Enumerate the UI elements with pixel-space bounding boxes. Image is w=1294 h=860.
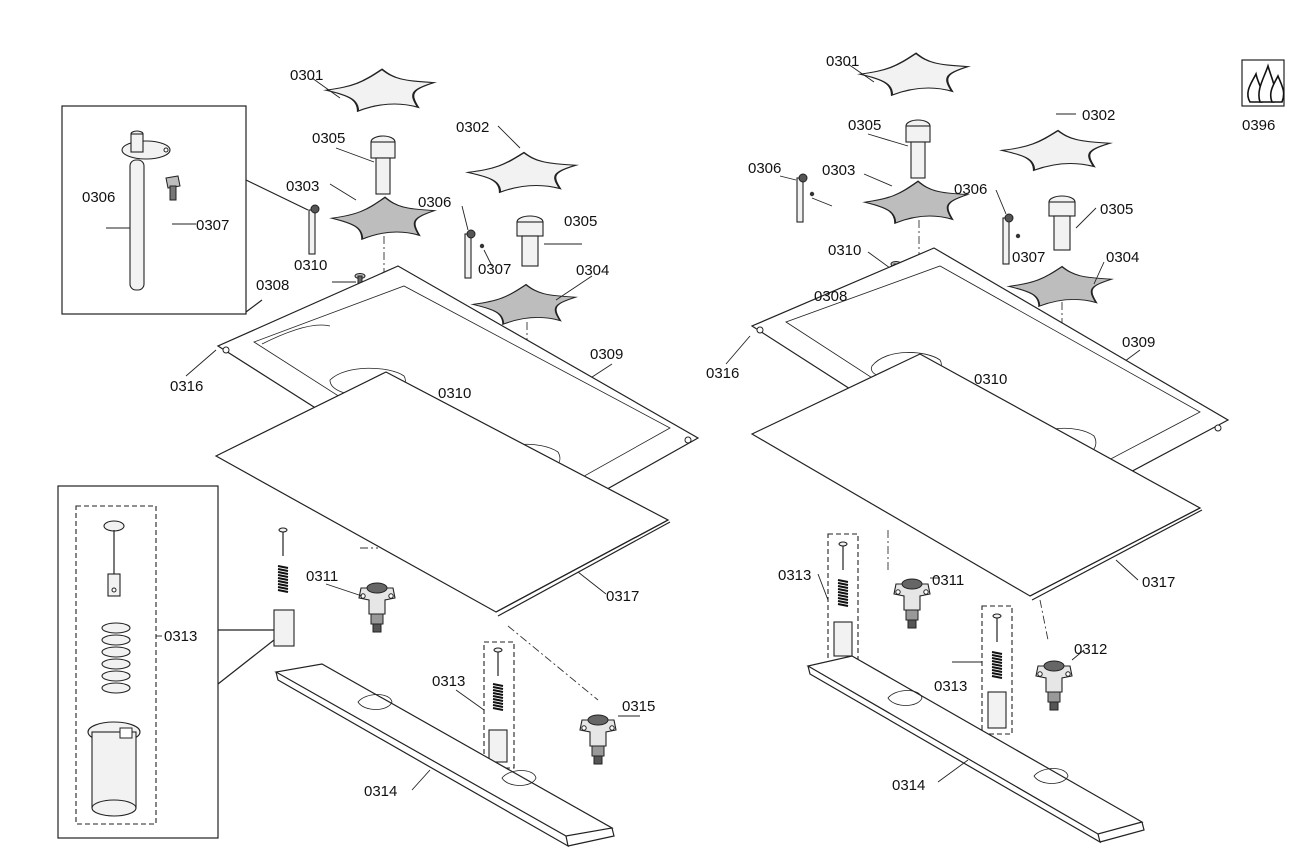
burner-sleeve-0305-right-b — [1048, 195, 1076, 251]
spring-dashed-group-right-b — [981, 605, 1013, 735]
label-0305-left-b: 0305 — [564, 213, 597, 230]
thermocouple-0306-right — [796, 173, 815, 223]
gasket-0317-right — [750, 353, 1203, 601]
gas-valve-0312-right — [1035, 660, 1073, 711]
label-0313-detail: 0313 — [164, 628, 197, 645]
label-0305-right: 0305 — [848, 117, 881, 134]
burner-cap-0301-right — [858, 52, 970, 97]
label-0301-left: 0301 — [290, 67, 323, 84]
burner-cap-0301-left — [324, 68, 436, 113]
label-0316-right: 0316 — [706, 365, 739, 382]
label-0308-left: 0308 — [256, 277, 289, 294]
thermocouple-detail-part — [121, 130, 171, 291]
label-0317-left: 0317 — [606, 588, 639, 605]
label-0304-left: 0304 — [576, 262, 609, 279]
label-0306-left: 0306 — [418, 194, 451, 211]
electrode-0313-left-a — [273, 527, 295, 647]
label-0306-detail: 0306 — [82, 189, 115, 206]
label-0310-right: 0310 — [828, 242, 861, 259]
burner-sleeve-0305-left — [370, 135, 396, 195]
label-0304-right: 0304 — [1106, 249, 1139, 266]
electrode-0313-right-b — [987, 613, 1007, 729]
thermocouple-0306-right-b — [1002, 213, 1021, 265]
gas-valve-0311-right — [893, 578, 931, 629]
label-0314-left: 0314 — [364, 783, 397, 800]
label-0313-left: 0313 — [432, 673, 465, 690]
label-0305-right-b: 0305 — [1100, 201, 1133, 218]
right-hob-assembly — [725, 52, 1285, 844]
label-0312-right: 0312 — [1074, 641, 1107, 658]
left-hob-assembly — [57, 68, 700, 848]
burner-cap-0302-left — [466, 151, 578, 194]
thermocouple-detail-box — [61, 105, 247, 315]
electrode-detail-part — [103, 520, 125, 597]
label-0303-left: 0303 — [286, 178, 319, 195]
burner-rail-0314-right — [806, 655, 1145, 844]
screw-detail-part — [165, 175, 181, 201]
label-0303-right: 0303 — [822, 162, 855, 179]
label-0396: 0396 — [1242, 117, 1275, 134]
label-0314-right: 0314 — [892, 777, 925, 794]
label-0315-left: 0315 — [622, 698, 655, 715]
label-0317-right: 0317 — [1142, 574, 1175, 591]
spring-detail-part — [101, 622, 131, 694]
gasket-0317-left — [214, 371, 671, 617]
burner-sleeve-0305-left-b — [516, 215, 544, 267]
label-0308-right: 0308 — [814, 288, 847, 305]
burner-head-0303-right — [863, 180, 969, 225]
label-0307-right: 0307 — [1012, 249, 1045, 266]
label-0311-right: 0311 — [932, 572, 964, 589]
label-0306-right-b: 0306 — [954, 181, 987, 198]
thermocouple-0306-left — [308, 204, 320, 255]
burner-rail-0314-left — [274, 663, 615, 848]
sleeve-detail-part — [87, 721, 141, 817]
label-0313-right-b: 0313 — [934, 678, 967, 695]
label-0307-detail: 0307 — [196, 217, 229, 234]
flame-icon — [1241, 59, 1285, 107]
label-0311-left: 0311 — [306, 568, 338, 585]
burner-cap-0302-right — [1000, 129, 1112, 172]
label-0310-left: 0310 — [294, 257, 327, 274]
label-0302-left: 0302 — [456, 119, 489, 136]
label-0310-right-b: 0310 — [974, 371, 1007, 388]
label-0316-left: 0316 — [170, 378, 203, 395]
label-0302-right: 0302 — [1082, 107, 1115, 124]
gas-valve-0315-left — [579, 714, 617, 765]
electrode-0313-left-b — [488, 647, 508, 763]
label-0309-right: 0309 — [1122, 334, 1155, 351]
label-0313-right-a: 0313 — [778, 567, 811, 584]
label-0307-left: 0307 — [478, 261, 511, 278]
thermocouple-0306-left-b — [464, 229, 485, 279]
electrode-0313-right-a — [833, 541, 853, 657]
label-0306-right: 0306 — [748, 160, 781, 177]
gas-valve-0311-left — [358, 582, 396, 633]
label-0305-left: 0305 — [312, 130, 345, 147]
burner-sleeve-0305-right — [905, 119, 931, 179]
spring-detail-box — [57, 485, 219, 839]
label-0301-right: 0301 — [826, 53, 859, 70]
label-0310-left-b: 0310 — [438, 385, 471, 402]
label-0309-left: 0309 — [590, 346, 623, 363]
spring-detail-dashed-group — [75, 505, 157, 825]
